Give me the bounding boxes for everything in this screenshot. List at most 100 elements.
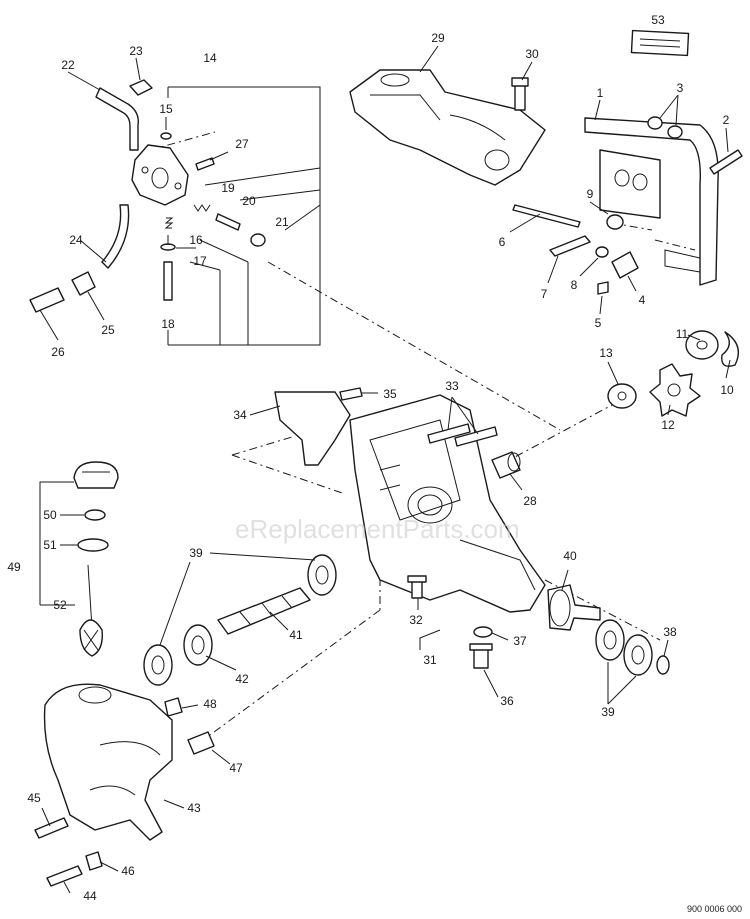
sprocket-group [607, 330, 739, 417]
callout-28: 28 [523, 494, 537, 508]
bushing-part-47 [187, 731, 215, 755]
callout-11: 11 [676, 327, 689, 341]
pinion-group [547, 584, 670, 676]
guard-part-1 [584, 117, 719, 286]
callout-42: 42 [235, 672, 249, 686]
washer-part-11 [685, 330, 719, 360]
callout-20: 20 [242, 194, 256, 208]
callout-51: 51 [43, 538, 57, 552]
callout-36: 36 [500, 694, 514, 708]
screw-part-5 [597, 281, 609, 295]
rod-part-6 [512, 204, 581, 228]
bushing-part-48 [164, 697, 183, 717]
cap-part-21 [250, 233, 266, 247]
callout-24: 24 [69, 233, 83, 247]
gearcase-group [274, 387, 546, 669]
callout-48: 48 [203, 697, 217, 711]
screw-part-36 [473, 647, 489, 669]
callout-19: 19 [221, 181, 235, 195]
dipstick-part-52 [87, 564, 93, 629]
callout-10: 10 [720, 383, 734, 397]
shaft-group [143, 554, 337, 755]
callout-41: 41 [289, 628, 303, 642]
callout-13: 13 [599, 346, 613, 360]
nut-part-3b [667, 125, 683, 139]
bushing-part-46 [85, 851, 103, 871]
callout-45: 45 [27, 791, 41, 805]
nut-part-3a [647, 116, 663, 130]
bolt-part-44 [46, 865, 83, 887]
callout-1: 1 [597, 86, 604, 100]
callout-47: 47 [229, 761, 243, 775]
screw-part-35 [339, 387, 363, 401]
pin-part-33a [427, 423, 471, 444]
callout-18: 18 [161, 317, 175, 331]
washer-part-13 [607, 383, 637, 409]
oring-part-15 [160, 132, 172, 140]
callout-22: 22 [61, 58, 75, 72]
bolt-part-2 [709, 149, 743, 175]
callout-30: 30 [525, 47, 539, 61]
callout-15: 15 [159, 102, 173, 116]
callout-labels: 1 2 3 4 5 6 7 8 9 10 11 12 13 14 15 16 1… [7, 13, 734, 903]
callout-23: 23 [129, 44, 143, 58]
screw-part-27 [195, 157, 215, 171]
bearing-part-39b [143, 644, 173, 686]
block-part-23 [129, 79, 153, 96]
callout-34: 34 [233, 408, 247, 422]
pin-part-18 [163, 261, 173, 301]
document-number: 900 0006 000 [687, 904, 742, 914]
oring-part-51 [77, 538, 109, 552]
callout-17: 17 [193, 254, 207, 268]
callout-31: 31 [423, 653, 437, 667]
callout-14: 14 [203, 51, 217, 65]
callout-35: 35 [383, 387, 397, 401]
bracket-part-43 [43, 683, 173, 841]
callout-21: 21 [275, 215, 289, 229]
callout-12: 12 [661, 418, 675, 432]
gearcase-part-31 [349, 394, 546, 613]
pinion-gear-part-40 [547, 584, 601, 631]
callout-49: 49 [7, 560, 21, 574]
callout-4: 4 [639, 293, 646, 307]
callout-37: 37 [513, 634, 527, 648]
hose-part-24 [101, 204, 130, 269]
pin-part-7 [549, 235, 591, 257]
callout-7: 7 [541, 287, 548, 301]
pin-part-33b [454, 426, 498, 447]
callout-27: 27 [235, 137, 249, 151]
callout-29: 29 [431, 31, 445, 45]
plunger-part-20 [215, 213, 241, 231]
filter-part-26 [29, 287, 65, 313]
washer-part-37 [473, 626, 493, 638]
bearing-part-39c [595, 619, 625, 661]
callout-38: 38 [663, 625, 677, 639]
star-sprocket-part-12 [649, 363, 701, 417]
clip-part-4 [611, 251, 639, 279]
ring-part-38 [656, 655, 670, 675]
filler-cap-group [73, 461, 119, 657]
callout-44: 44 [83, 889, 97, 903]
bracket-part-34 [274, 391, 351, 466]
top-housing-group [349, 69, 546, 186]
callout-3: 3 [677, 81, 684, 95]
callout-26: 26 [51, 345, 65, 359]
housing-part-29 [349, 69, 546, 186]
callout-52: 52 [53, 598, 67, 612]
hose-elbow-part-22 [95, 87, 139, 151]
callout-50: 50 [43, 508, 57, 522]
guard-group [512, 29, 743, 295]
oil-pump-body [131, 144, 189, 206]
bearing-part-39a [307, 554, 337, 596]
shaft-part-41 [217, 587, 311, 635]
callout-39-left: 39 [189, 546, 203, 560]
callout-40: 40 [563, 549, 577, 563]
callout-25: 25 [101, 323, 115, 337]
bushing-part-28 [491, 451, 521, 479]
callout-5: 5 [595, 316, 602, 330]
leader-lines [39, 45, 731, 894]
callout-53: 53 [651, 13, 665, 27]
clip-part-10 [721, 331, 739, 367]
callout-39-right: 39 [601, 705, 615, 719]
watermark-text: eReplacementParts.com [235, 514, 520, 544]
